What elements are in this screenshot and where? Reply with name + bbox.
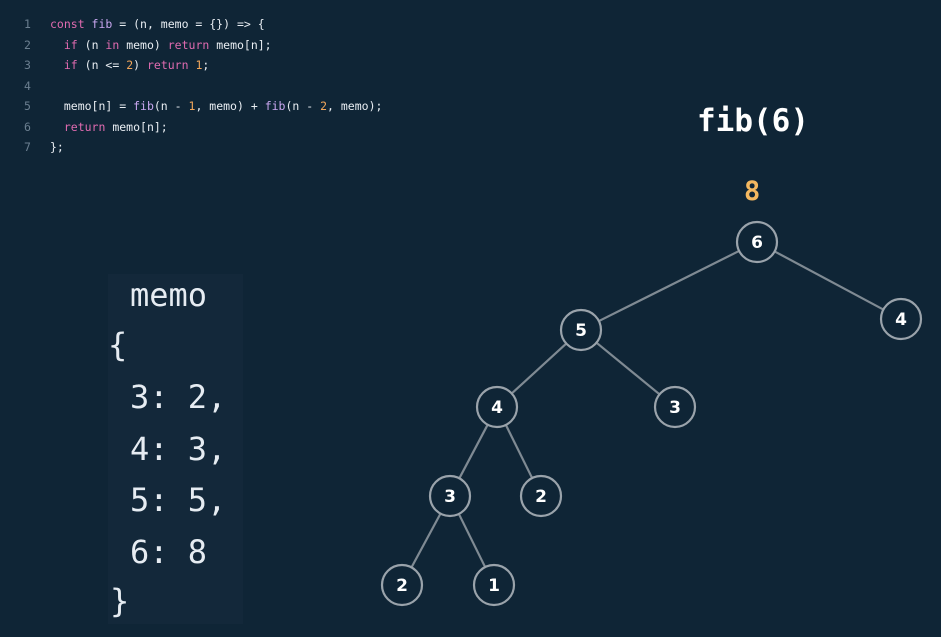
node-label: 1 (488, 576, 500, 596)
tree-edge (595, 341, 661, 396)
tree-edge (510, 342, 568, 395)
tree-edge (410, 513, 442, 568)
memo-entry: 6: 8 (130, 533, 208, 571)
node-circle (475, 385, 519, 429)
node-label: 5 (575, 321, 587, 341)
call-title: fib(6) (697, 103, 809, 139)
line-number: 5 (24, 99, 31, 113)
tree-node: 6 (735, 220, 779, 264)
code-text: return memo[n]; (63, 119, 168, 134)
line-number: 7 (24, 140, 31, 154)
tree-node: 2 (519, 474, 563, 518)
line-number: 2 (24, 37, 31, 52)
code-text: }; (50, 140, 64, 154)
code-line: 1 const fib = (n, memo = {}) => { (16, 14, 382, 35)
line-number: 4 (24, 78, 31, 93)
node-circle (519, 474, 563, 518)
code-line: 3 if (n <= 2) return 1; (16, 55, 382, 76)
result-value: 8 (744, 176, 761, 207)
code-text: const fib = (n, memo = {}) => { (50, 17, 265, 31)
memo-entry: 5: 5, (130, 481, 227, 519)
tree-edge (457, 513, 487, 568)
tree-edge (598, 249, 740, 323)
node-label: 6 (751, 233, 763, 253)
memo-entry: 3: 2, (130, 378, 227, 416)
node-circle (428, 474, 472, 518)
node-circle (653, 385, 697, 429)
node-label: 3 (444, 487, 456, 507)
code-line: 7}; (16, 137, 382, 158)
line-number: 1 (24, 17, 31, 31)
node-label: 2 (396, 576, 408, 596)
memo-panel (108, 274, 243, 624)
tree-edge (774, 250, 884, 311)
tree-edge (504, 424, 534, 479)
node-label: 4 (491, 398, 503, 418)
node-label: 4 (895, 310, 907, 330)
code-text: if (n in memo) return memo[n]; (63, 37, 272, 52)
memo-label: memo (130, 276, 208, 314)
tree-node: 5 (559, 308, 603, 352)
tree-node: 4 (879, 297, 923, 341)
memo-close-brace: } (110, 582, 130, 620)
code-text: if (n <= 2) return 1; (63, 58, 210, 72)
code-text: memo[n] = fib(n - 1, memo) + fib(n - 2, … (50, 99, 383, 113)
tree-edge (458, 424, 489, 479)
code-line: 2 if (n in memo) return memo[n]; (16, 35, 382, 56)
node-circle (380, 563, 424, 607)
line-number: 3 (24, 58, 31, 72)
node-circle (472, 563, 516, 607)
tree-node: 2 (380, 563, 424, 607)
code-line: 5 memo[n] = fib(n - 1, memo) + fib(n - 2… (16, 96, 382, 117)
tree-node: 3 (653, 385, 697, 429)
line-number: 6 (24, 119, 31, 134)
memo-open-brace: { (108, 326, 128, 364)
tree-node: 1 (472, 563, 516, 607)
memo-entry: 4: 3, (130, 430, 227, 468)
node-label: 2 (535, 487, 547, 507)
tree-node: 3 (428, 474, 472, 518)
node-circle (559, 308, 603, 352)
node-label: 3 (669, 398, 681, 418)
tree-node: 4 (475, 385, 519, 429)
code-line: 4 (16, 76, 382, 97)
code-editor: 1 const fib = (n, memo = {}) => { 2 if (n … (16, 14, 382, 158)
node-circle (735, 220, 779, 264)
code-line: 6 return memo[n]; (16, 117, 382, 138)
node-circle (879, 297, 923, 341)
